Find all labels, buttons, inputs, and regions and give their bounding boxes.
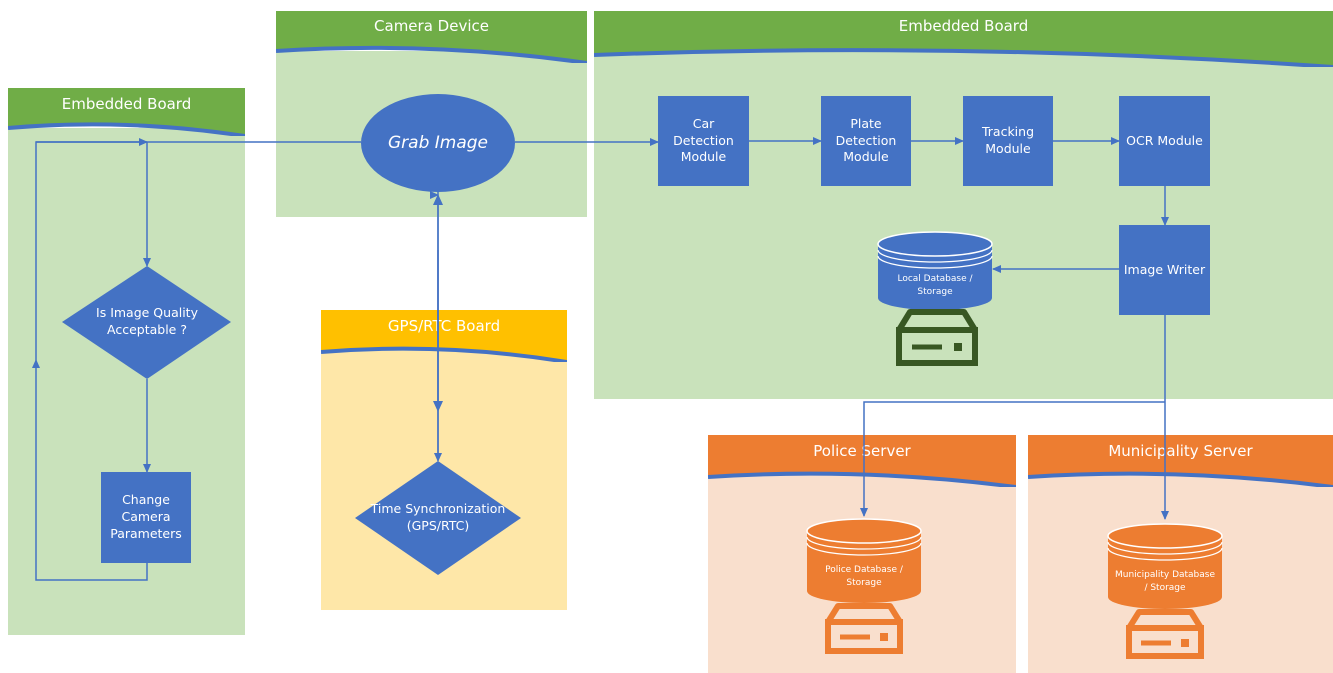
local-db-node: Local Database / Storage <box>885 268 985 304</box>
image-writer-label: Image Writer <box>1123 261 1206 277</box>
lane-header-shape <box>8 88 245 136</box>
municipality-db-node: Municipality Database / Storage <box>1115 564 1215 600</box>
plate-detection-node: Plate Detection Module <box>821 96 911 186</box>
lane-title: Municipality Server <box>1108 442 1253 460</box>
lane-header: Municipality Server <box>1028 435 1333 487</box>
lane-title: Embedded Board <box>898 17 1029 35</box>
lane-header: GPS/RTC Board <box>321 310 567 362</box>
ocr-node: OCR Module <box>1119 96 1210 186</box>
municipality-database-icon <box>1107 523 1223 609</box>
municipality-db-label: Municipality Database / Storage <box>1115 569 1216 593</box>
lane-header: Embedded Board <box>8 88 245 136</box>
lane-header: Embedded Board <box>594 11 1333 67</box>
police-database-icon <box>806 518 922 603</box>
police-db-label: Police Database / Storage <box>825 564 903 588</box>
server-icon <box>896 309 978 366</box>
lane-title: GPS/RTC Board <box>387 317 501 335</box>
lane-header-shape <box>708 435 1016 487</box>
plate-detection-label: Plate Detection Module <box>835 115 897 165</box>
connector-writer-to-police <box>860 401 1165 517</box>
local-db-label: Local Database / Storage <box>897 273 973 297</box>
lane-header-shape <box>1028 435 1333 487</box>
arrowhead-up <box>433 194 443 205</box>
lane-title: Embedded Board <box>61 95 192 113</box>
local-database-icon <box>877 231 993 310</box>
server-icon <box>825 603 903 654</box>
server-icon <box>1126 609 1204 659</box>
change-params-node: Change Camera Parameters <box>101 472 191 563</box>
lane-title: Police Server <box>813 442 911 460</box>
lane-header: Camera Device <box>276 11 587 63</box>
car-detection-label: Car Detection Module <box>673 115 734 165</box>
car-detection-node: Car Detection Module <box>658 96 749 186</box>
quality-check-label: Is Image Quality Acceptable ? <box>96 305 198 337</box>
grab-image-node: Grab Image <box>361 94 515 192</box>
grab-image-ellipse <box>361 94 515 192</box>
quality-check-diamond <box>62 266 231 379</box>
time-sync-diamond <box>355 461 521 575</box>
tracking-label: Tracking Module <box>981 124 1035 156</box>
tracking-node: Tracking Module <box>963 96 1053 186</box>
grab-image-label: Grab Image <box>387 133 489 153</box>
lane-title: Camera Device <box>374 17 489 35</box>
lane-header-shape <box>321 310 567 362</box>
connector-loop-up <box>32 359 148 581</box>
lane-header-shape <box>594 11 1333 67</box>
ocr-label: OCR Module <box>1126 132 1203 148</box>
lane-header-shape <box>276 11 587 63</box>
police-db-node: Police Database / Storage <box>814 559 914 595</box>
quality-check-node: Is Image Quality Acceptable ? <box>82 300 212 344</box>
lane-header: Police Server <box>708 435 1016 487</box>
change-params-label: Change Camera Parameters <box>110 492 182 541</box>
time-sync-node: Time Synchronization (GPS/RTC) <box>368 498 508 538</box>
image-writer-node: Image Writer <box>1119 225 1210 315</box>
time-sync-label: Time Synchronization (GPS/RTC) <box>370 501 506 533</box>
